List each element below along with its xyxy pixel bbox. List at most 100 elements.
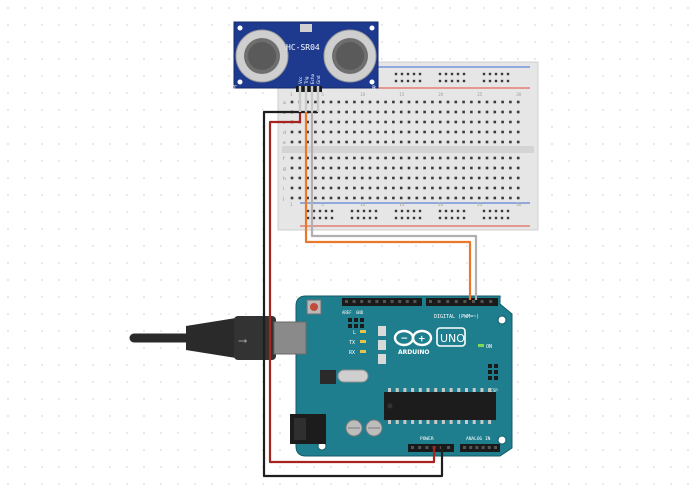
rail-hole[interactable] — [456, 216, 460, 220]
breadboard-hole[interactable] — [345, 186, 348, 190]
breadboard-hole[interactable] — [415, 156, 419, 160]
rail-hole[interactable] — [406, 72, 410, 76]
breadboard-hole[interactable] — [314, 196, 317, 200]
breadboard-hole[interactable] — [415, 130, 419, 134]
breadboard-hole[interactable] — [376, 196, 380, 200]
breadboard-hole[interactable] — [485, 140, 489, 144]
breadboard-hole[interactable] — [353, 196, 356, 200]
icsp-pin[interactable] — [488, 370, 492, 374]
breadboard-hole[interactable] — [516, 140, 520, 144]
header-pin[interactable] — [398, 300, 402, 303]
breadboard-hole[interactable] — [392, 120, 395, 124]
header-pin[interactable] — [494, 446, 497, 449]
breadboard-hole[interactable] — [407, 130, 411, 134]
breadboard-hole[interactable] — [516, 110, 520, 114]
breadboard-hole[interactable] — [501, 196, 504, 200]
rail-hole[interactable] — [462, 79, 466, 83]
breadboard-hole[interactable] — [423, 130, 426, 134]
header-pin[interactable] — [360, 300, 364, 303]
rail-hole[interactable] — [438, 209, 442, 213]
breadboard-hole[interactable] — [485, 176, 489, 180]
breadboard-hole[interactable] — [360, 140, 364, 144]
breadboard-hole[interactable] — [345, 140, 348, 144]
header-pin[interactable] — [418, 446, 422, 449]
breadboard-hole[interactable] — [353, 100, 356, 104]
breadboard-hole[interactable] — [470, 186, 473, 190]
breadboard-hole[interactable] — [353, 156, 356, 160]
breadboard-hole[interactable] — [407, 166, 411, 170]
breadboard-hole[interactable] — [470, 196, 473, 200]
breadboard-hole[interactable] — [353, 176, 356, 180]
breadboard-hole[interactable] — [321, 130, 325, 134]
breadboard-hole[interactable] — [454, 130, 458, 134]
rail-hole[interactable] — [374, 216, 378, 220]
breadboard-hole[interactable] — [509, 120, 512, 124]
breadboard-hole[interactable] — [423, 166, 426, 170]
icsp-pin[interactable] — [494, 376, 498, 380]
breadboard-hole[interactable] — [345, 156, 348, 160]
breadboard-hole[interactable] — [360, 120, 364, 124]
rail-hole[interactable] — [306, 216, 310, 220]
breadboard-hole[interactable] — [321, 140, 325, 144]
breadboard-hole[interactable] — [462, 120, 465, 124]
breadboard-hole[interactable] — [345, 120, 348, 124]
breadboard-hole[interactable] — [376, 110, 380, 114]
breadboard-hole[interactable] — [438, 120, 442, 124]
breadboard-hole[interactable] — [360, 176, 364, 180]
rail-hole[interactable] — [406, 216, 410, 220]
breadboard-hole[interactable] — [438, 176, 442, 180]
breadboard-hole[interactable] — [446, 140, 450, 144]
icsp-pin[interactable] — [354, 318, 358, 322]
breadboard-hole[interactable] — [415, 186, 419, 190]
sensor-pin[interactable] — [310, 86, 314, 112]
breadboard-hole[interactable] — [516, 156, 520, 160]
breadboard-hole[interactable] — [392, 140, 395, 144]
rail-hole[interactable] — [438, 72, 442, 76]
rail-hole[interactable] — [494, 216, 498, 220]
breadboard-hole[interactable] — [345, 110, 348, 114]
rail-hole[interactable] — [456, 209, 460, 213]
breadboard-hole[interactable] — [462, 156, 465, 160]
breadboard-hole[interactable] — [321, 100, 325, 104]
breadboard-hole[interactable] — [477, 196, 481, 200]
breadboard-hole[interactable] — [470, 166, 473, 170]
breadboard-hole[interactable] — [321, 166, 325, 170]
breadboard-hole[interactable] — [329, 130, 333, 134]
rail-hole[interactable] — [324, 209, 328, 213]
breadboard-hole[interactable] — [329, 166, 333, 170]
breadboard-hole[interactable] — [493, 140, 497, 144]
breadboard-hole[interactable] — [329, 196, 333, 200]
breadboard-hole[interactable] — [423, 196, 426, 200]
breadboard-hole[interactable] — [415, 120, 419, 124]
breadboard-hole[interactable] — [431, 100, 434, 104]
rail-hole[interactable] — [482, 216, 486, 220]
breadboard-hole[interactable] — [314, 120, 317, 124]
rail-hole[interactable] — [318, 209, 322, 213]
rail-hole[interactable] — [488, 209, 492, 213]
header-pin[interactable] — [390, 300, 394, 303]
rail-hole[interactable] — [462, 72, 466, 76]
breadboard-hole[interactable] — [384, 130, 387, 134]
breadboard-hole[interactable] — [415, 140, 419, 144]
breadboard-hole[interactable] — [501, 130, 504, 134]
breadboard-hole[interactable] — [501, 110, 504, 114]
rail-hole[interactable] — [394, 79, 398, 83]
breadboard-hole[interactable] — [384, 110, 387, 114]
sensor-pin[interactable] — [316, 86, 320, 112]
breadboard-hole[interactable] — [384, 100, 387, 104]
breadboard-hole[interactable] — [438, 130, 442, 134]
rail-hole[interactable] — [506, 72, 510, 76]
breadboard-hole[interactable] — [462, 130, 465, 134]
breadboard-hole[interactable] — [407, 176, 411, 180]
breadboard-hole[interactable] — [399, 156, 403, 160]
header-pin[interactable] — [367, 300, 371, 303]
breadboard-hole[interactable] — [399, 130, 403, 134]
breadboard-hole[interactable] — [384, 196, 387, 200]
breadboard-hole[interactable] — [501, 100, 504, 104]
breadboard-hole[interactable] — [376, 140, 380, 144]
breadboard-hole[interactable] — [446, 100, 450, 104]
breadboard-hole[interactable] — [431, 110, 434, 114]
rail-hole[interactable] — [400, 72, 404, 76]
header-pin[interactable] — [413, 300, 417, 303]
breadboard-hole[interactable] — [485, 156, 489, 160]
